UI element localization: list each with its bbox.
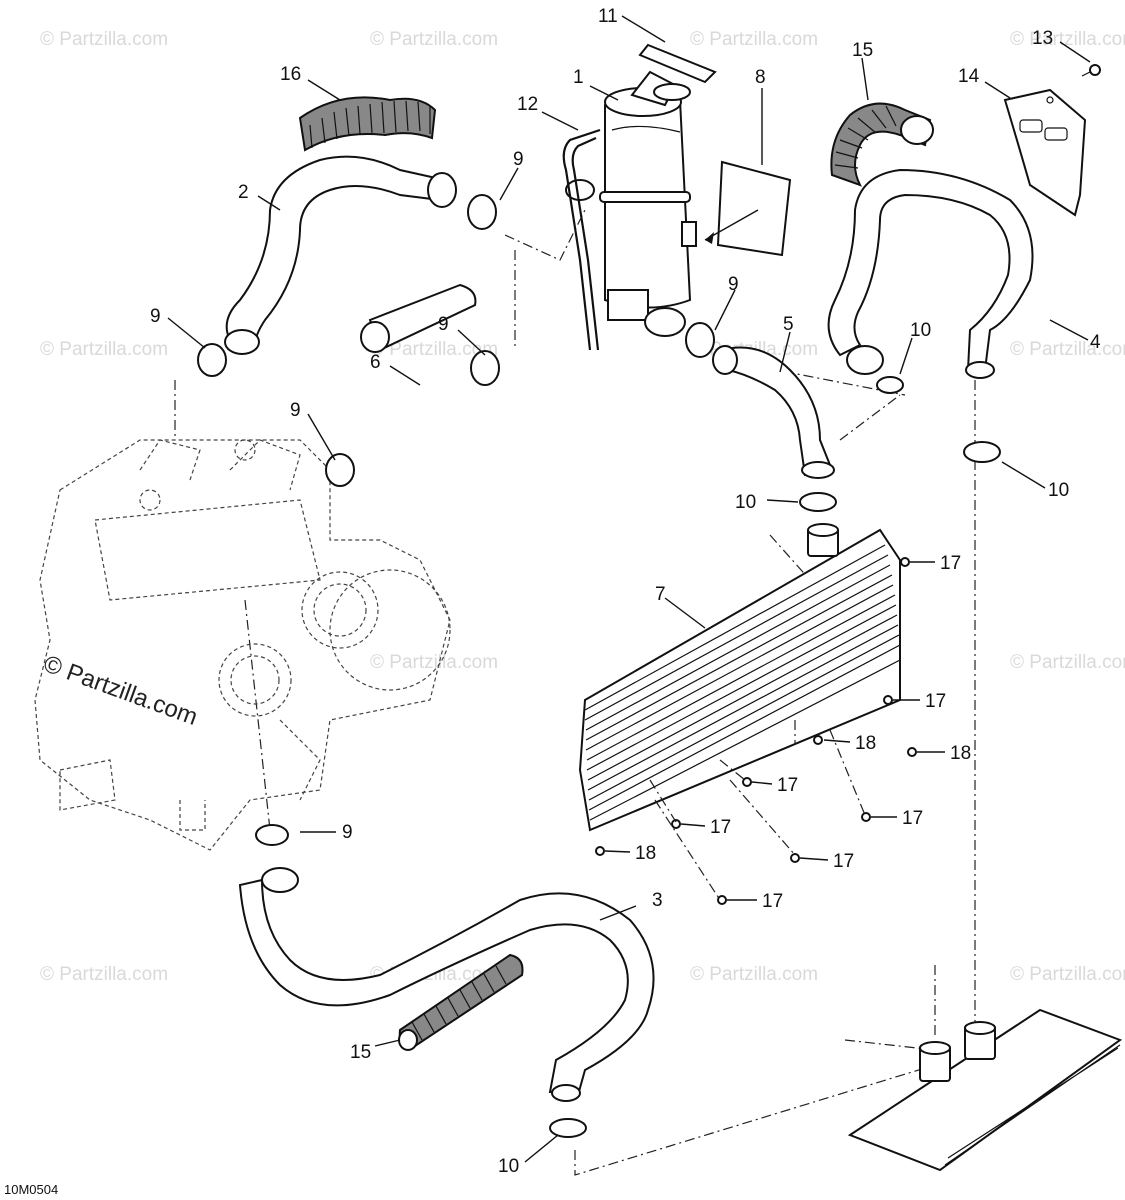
- callout-1: 1: [573, 67, 584, 88]
- watermark-layer: © Partzilla.com © Partzilla.com © Partzi…: [40, 29, 1125, 985]
- callout-10: 10: [1048, 480, 1069, 501]
- callout-3: 3: [652, 890, 663, 911]
- callout-14: 14: [958, 66, 980, 87]
- callout-15: 15: [350, 1042, 371, 1063]
- watermark: © Partzilla.com: [40, 339, 168, 360]
- callout-18: 18: [855, 733, 876, 754]
- brand-label: © Partzilla.com: [40, 650, 201, 731]
- callout-labels: 11 1 8 12 16 15 13 14 2 9 9 9 9 9 9 6 5 …: [150, 6, 1101, 1177]
- callout-9: 9: [150, 306, 161, 327]
- engine-block: [34, 439, 451, 851]
- callout-9: 9: [728, 274, 739, 295]
- corrugated-hose-15-top: [830, 102, 934, 187]
- screws: [595, 557, 917, 905]
- callout-17: 17: [710, 817, 731, 838]
- watermark: © Partzilla.com: [370, 29, 498, 50]
- callout-4: 4: [1090, 332, 1101, 353]
- callout-9: 9: [438, 314, 449, 335]
- watermark: © Partzilla.com: [40, 29, 168, 50]
- watermark: © Partzilla.com: [1010, 964, 1125, 985]
- rings-10: [549, 376, 1001, 1138]
- callout-9: 9: [513, 149, 524, 170]
- callout-10: 10: [498, 1156, 519, 1177]
- bottom-radiator: [847, 1008, 1123, 1172]
- callout-10: 10: [910, 320, 931, 341]
- watermark: © Partzilla.com: [690, 29, 818, 50]
- callout-17: 17: [833, 851, 854, 872]
- watermark: © Partzilla.com: [40, 964, 168, 985]
- hose-5: [712, 345, 835, 479]
- hose-3: [238, 867, 655, 1102]
- watermark: © Partzilla.com: [370, 652, 498, 673]
- hose-2: [224, 155, 457, 355]
- watermark: © Partzilla.com: [1010, 29, 1125, 50]
- callout-17: 17: [925, 691, 946, 712]
- callout-17: 17: [762, 891, 783, 912]
- callout-2: 2: [238, 182, 249, 203]
- assembly-lines: [174, 209, 976, 1176]
- callout-9: 9: [290, 400, 301, 421]
- gasket-plate: [704, 160, 792, 257]
- callout-12: 12: [517, 94, 538, 115]
- hose-4: [827, 168, 1034, 379]
- corrugated-hose-15-bottom: [398, 953, 524, 1051]
- watermark: © Partzilla.com: [1010, 339, 1125, 360]
- callout-10: 10: [735, 492, 756, 513]
- heat-exchanger-7: [578, 523, 901, 832]
- callout-5: 5: [783, 314, 794, 335]
- callout-9: 9: [342, 822, 353, 843]
- callout-11: 11: [598, 6, 618, 27]
- watermark: © Partzilla.com: [1010, 652, 1125, 673]
- watermark: © Partzilla.com: [690, 964, 818, 985]
- screw-13: [1081, 64, 1101, 77]
- callout-17: 17: [940, 553, 961, 574]
- callout-7: 7: [655, 584, 666, 605]
- hose-6: [360, 283, 477, 353]
- callout-17: 17: [777, 775, 798, 796]
- callout-8: 8: [755, 67, 766, 88]
- watermark: © Partzilla.com: [370, 339, 498, 360]
- overflow-tube: [562, 128, 601, 351]
- callout-15: 15: [852, 40, 873, 61]
- diagram-code: 10M0504: [4, 1182, 58, 1197]
- callout-13: 13: [1032, 28, 1053, 49]
- callout-16: 16: [280, 64, 301, 85]
- callout-6: 6: [370, 352, 381, 373]
- coolant-reservoir: [565, 70, 697, 337]
- leader-lines: [167, 15, 1091, 1163]
- hose-clamps: [197, 194, 715, 846]
- callout-17: 17: [902, 808, 923, 829]
- callout-18: 18: [950, 743, 971, 764]
- bracket-14: [1003, 88, 1087, 217]
- reservoir-cap: [638, 43, 717, 101]
- callout-18: 18: [635, 843, 656, 864]
- corrugated-hose-16: [298, 96, 437, 152]
